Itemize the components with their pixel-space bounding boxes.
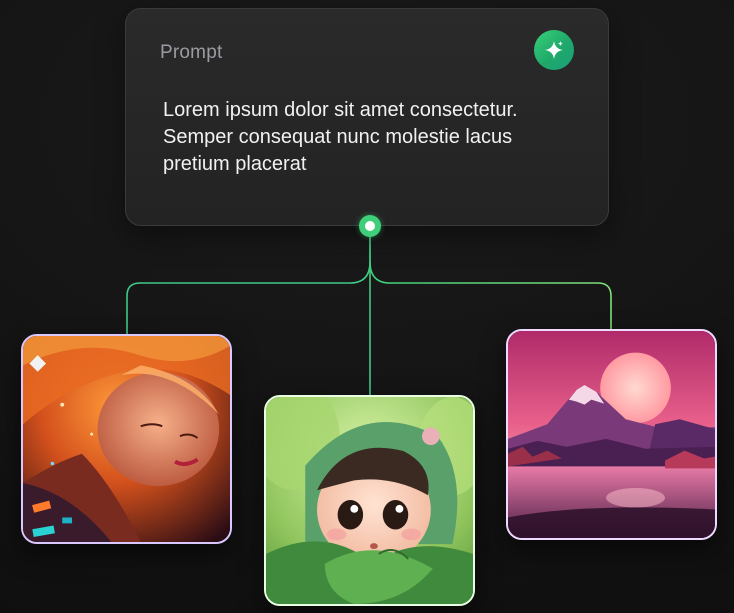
image-card-child-character[interactable] — [264, 395, 475, 606]
mountain-sunset-image — [508, 331, 715, 538]
prompt-card[interactable]: Prompt Lorem ipsum dolor sit amet consec… — [125, 8, 609, 226]
image-card-woman-portrait[interactable] — [21, 334, 232, 544]
connector-node-dot — [365, 221, 375, 231]
prompt-text: Lorem ipsum dolor sit amet consectetur. … — [163, 99, 518, 175]
child-character-image — [266, 397, 473, 604]
connector-left — [126, 237, 371, 334]
connector-right — [369, 261, 612, 329]
woman-portrait-image — [23, 336, 230, 542]
image-card-mountain-sunset[interactable] — [506, 329, 717, 540]
connector-node[interactable] — [359, 215, 381, 237]
prompt-label: Prompt — [160, 42, 223, 63]
sparkle-icon[interactable] — [534, 30, 574, 70]
